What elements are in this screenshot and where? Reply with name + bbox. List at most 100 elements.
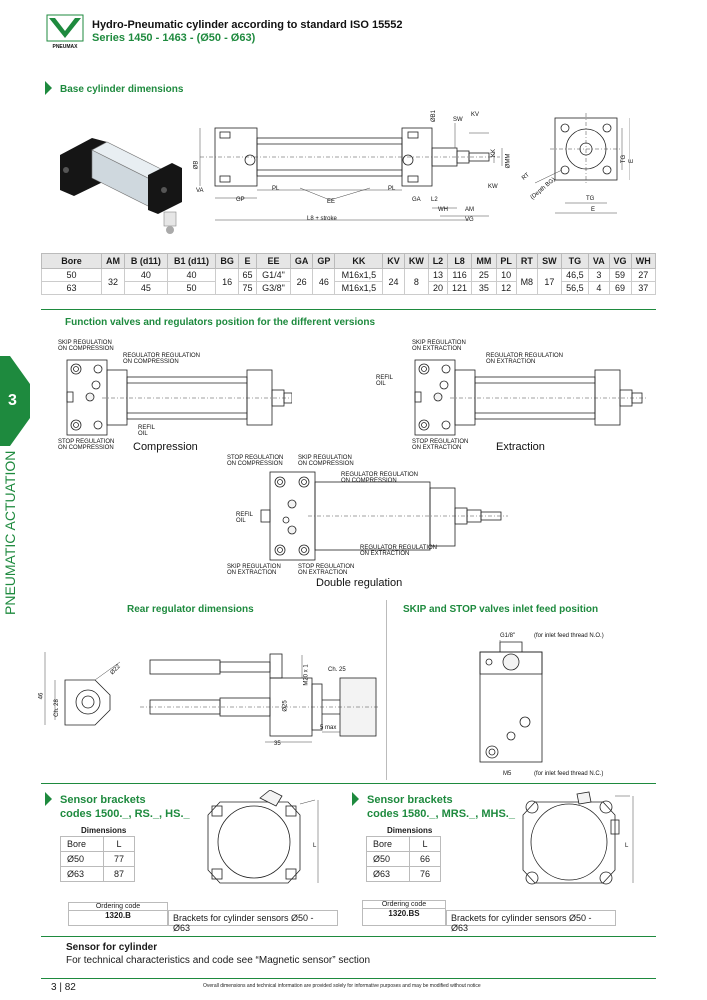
- table-row: Ø63 87: [59, 866, 135, 882]
- sensor-1-l-label: L: [313, 843, 317, 849]
- label-5max: 5 max: [320, 725, 337, 731]
- cell: 25: [471, 268, 497, 282]
- cell: 59: [608, 268, 632, 282]
- label-skip-compression: SKIP REGULATION ON COMPRESSION: [58, 340, 114, 352]
- sensor-note-title: Sensor for cylinder: [66, 942, 158, 953]
- table-row: 50 32 40 40 16 65 G1/4" 26 46 M16x1,5 24…: [41, 268, 656, 295]
- footer-line: [41, 978, 656, 979]
- cell: 76: [409, 866, 441, 882]
- label-mm: ØMM: [505, 153, 512, 169]
- col-header: MM: [471, 253, 497, 269]
- label-sw: SW: [453, 117, 463, 123]
- divider: [41, 309, 656, 310]
- cell: 87: [103, 866, 135, 882]
- section-marker-icon: [45, 792, 52, 806]
- ordering-code-box-1: Ordering code 1320.B: [68, 902, 168, 926]
- cell: 40: [124, 268, 168, 282]
- sensor-table-1: Bore L Ø50 77 Ø63 87: [59, 836, 135, 882]
- label-d25: Ø25: [282, 700, 289, 712]
- cell: 4: [588, 281, 610, 295]
- cell: 63: [41, 281, 102, 295]
- sensor-table-2-title: Dimensions: [387, 826, 433, 835]
- cell: 40: [166, 268, 217, 282]
- cell: 20: [428, 281, 448, 295]
- pneumax-logo-icon: PNEUMAX: [46, 14, 84, 50]
- col-header: KV: [382, 253, 405, 269]
- cell: 77: [103, 851, 135, 867]
- cell: Ø50: [59, 851, 105, 867]
- col-header: VG: [608, 253, 632, 269]
- cell: 26: [289, 268, 314, 295]
- section-sensor-brackets-1-codes: codes 1500._, RS._, HS._: [60, 808, 190, 820]
- label-inlet-nc: (for inlet feed thread N.C.): [534, 771, 604, 777]
- label-pl2: PL: [388, 186, 396, 192]
- label-m20: M20 x 1: [303, 664, 310, 686]
- caption-compression: Compression: [133, 441, 198, 453]
- cell: 75: [237, 281, 258, 295]
- cell: 12: [495, 281, 517, 295]
- label-l8: L8 + stroke: [307, 216, 337, 222]
- cell: Bore: [365, 836, 411, 852]
- cell: Bore: [59, 836, 105, 852]
- cell: M16x1,5: [334, 281, 384, 295]
- label-kk: KK: [491, 148, 498, 158]
- section-sensor-brackets-2-codes: codes 1580._, MRS._, MHS._: [367, 808, 515, 820]
- label-stop-compression: STOP REGULATION ON COMPRESSION: [58, 439, 115, 451]
- label-ch25: Ch. 25: [328, 667, 346, 673]
- cell: 46: [312, 268, 336, 295]
- col-header: WH: [630, 253, 656, 269]
- cell: 3: [588, 268, 610, 282]
- cell: Ø50: [365, 851, 411, 867]
- label-46: 46: [38, 692, 45, 700]
- cell: 46,5: [560, 268, 590, 282]
- double-regulation-drawing: [260, 471, 508, 561]
- label-stop-extraction: STOP REGULATION ON EXTRACTION: [412, 439, 469, 451]
- label-l2: L2: [431, 197, 438, 203]
- label-g18: G1/8": [500, 633, 516, 639]
- cell: 69: [608, 281, 632, 295]
- label-regulator-extraction: REGULATOR REGULATION ON EXTRACTION: [486, 353, 564, 365]
- sensor-bracket-1-drawing: [207, 790, 319, 884]
- cell: 37: [630, 281, 656, 295]
- cell: 16: [215, 268, 239, 295]
- ordering-code-value: 1320.B: [105, 911, 131, 920]
- cell: 116: [446, 268, 473, 282]
- label-va: VA: [196, 188, 204, 194]
- page-number: 3 | 82: [51, 982, 76, 993]
- label-e1: E: [629, 158, 636, 164]
- table-row: Bore L: [59, 836, 135, 852]
- cell: G1/4": [256, 268, 291, 282]
- cell: 24: [382, 268, 405, 295]
- label-ee: EE: [327, 199, 336, 205]
- section-marker-icon: [352, 792, 359, 806]
- label-ga: GA: [412, 197, 421, 203]
- label-dbl-regulator-compression: REGULATOR REGULATION ON COMPRESSION: [341, 472, 419, 484]
- col-header: KW: [403, 253, 430, 269]
- sensor-bracket-2-drawing: [522, 791, 634, 885]
- footer-disclaimer: Overall dimensions and technical informa…: [203, 983, 481, 989]
- table-row: 63 45 50 75 G3/8" M16x1,5 20 121 35 12 5…: [41, 281, 656, 295]
- col-header: GP: [312, 253, 336, 269]
- sensor-2-l-label: L: [625, 843, 629, 849]
- col-header: E: [237, 253, 258, 269]
- divider-vertical: [386, 600, 387, 780]
- ordering-description-1: Brackets for cylinder sensors Ø50 - Ø63: [168, 910, 338, 933]
- label-m5: M5: [503, 771, 512, 777]
- label-tg2: TG: [586, 196, 595, 202]
- cell: G3/8": [256, 281, 291, 295]
- divider: [41, 936, 656, 937]
- col-header: VA: [588, 253, 610, 269]
- section-sensor-brackets-1: Sensor brackets: [60, 794, 146, 806]
- page-subtitle: Series 1450 - 1463 - (Ø50 - Ø63): [92, 32, 256, 44]
- ordering-code-label: Ordering code: [69, 903, 167, 911]
- label-tg1: TG: [621, 154, 628, 164]
- section-sensor-brackets-2: Sensor brackets: [367, 794, 453, 806]
- label-dbl-regulator-extraction: REGULATOR REGULATION ON EXTRACTION: [360, 545, 438, 557]
- col-header: EE: [256, 253, 291, 269]
- extraction-drawing: [414, 359, 646, 436]
- compression-drawing: [66, 359, 292, 436]
- col-header: L8: [446, 253, 473, 269]
- page-title: Hydro-Pneumatic cylinder according to st…: [92, 19, 403, 31]
- cell: 35: [471, 281, 497, 295]
- ordering-code-box-2: Ordering code 1320.BS: [362, 900, 446, 926]
